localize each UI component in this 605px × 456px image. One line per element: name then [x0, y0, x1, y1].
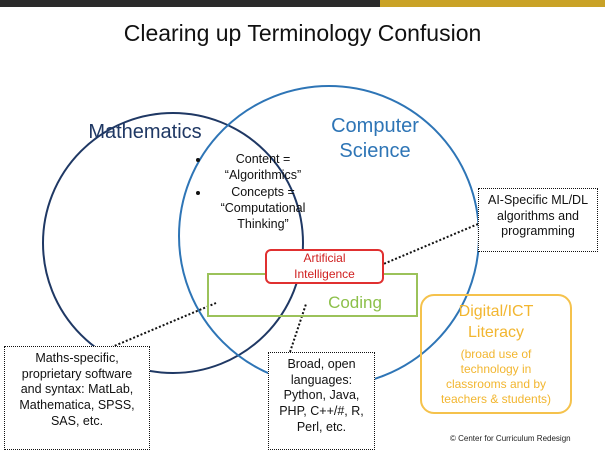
open-languages-callout: Broad, open languages: Python, Java, PHP… [268, 352, 375, 450]
copyright-credit: © Center for Curriculum Redesign [450, 434, 571, 443]
artificial-intelligence-box: Artificial Intelligence [265, 249, 384, 284]
overlap-item: Concepts = “Computational Thinking” [210, 185, 316, 232]
maths-callout-connector [99, 302, 217, 353]
open-languages-callout-connector [289, 303, 307, 353]
page-title: Clearing up Terminology Confusion [123, 20, 482, 46]
coding-label: Coding [328, 293, 382, 312]
top-decorative-bar [0, 0, 605, 7]
mathematics-label: Mathematics [88, 121, 202, 143]
ai-specific-callout: AI-Specific ML/DL algorithms and program… [478, 188, 598, 252]
computer-science-label: Computer Science [331, 115, 419, 162]
maths-specific-callout: Maths-specific, proprietary software and… [4, 346, 150, 450]
digital-literacy-box: Digital/ICT Literacy (broad use of techn… [420, 294, 572, 414]
overlap-item: Content = “Algorithmics” [210, 152, 316, 183]
mathematics-circle [42, 112, 304, 374]
ai-callout-connector [373, 223, 479, 269]
overlap-content: Content = “Algorithmics” Concepts = “Com… [198, 152, 316, 234]
